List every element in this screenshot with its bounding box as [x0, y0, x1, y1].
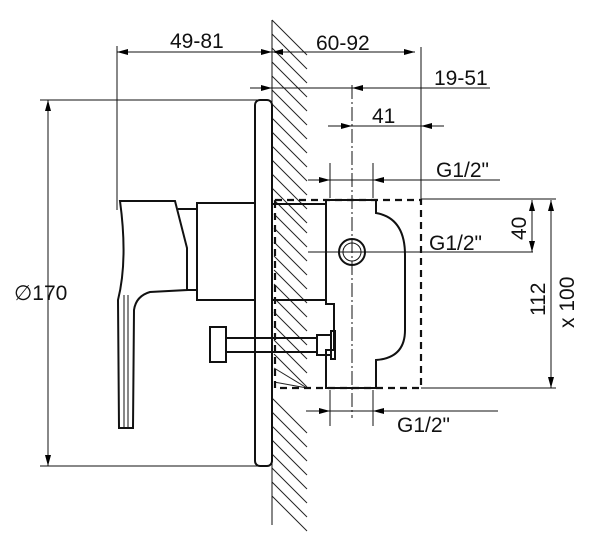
dim-body-depth: 41	[372, 105, 395, 128]
hatch-line	[271, 495, 308, 532]
hatch-line	[271, 145, 308, 182]
cover-plate	[254, 99, 273, 467]
hatch-line	[273, 297, 308, 332]
dim-box-height: 112	[527, 283, 550, 316]
hatch-line	[273, 213, 308, 248]
hatch-line	[271, 61, 308, 98]
hatch-line	[271, 411, 308, 448]
dim-plate-diameter: ∅170	[14, 282, 67, 305]
hatch-line	[273, 241, 308, 276]
hatch-line	[271, 453, 308, 490]
hatch-line	[273, 339, 308, 374]
hatch-line	[271, 439, 308, 476]
hatch-line	[271, 187, 308, 224]
hatch-line	[271, 117, 308, 154]
dim-wall-depth: 60-92	[316, 32, 370, 55]
hatch-line	[271, 47, 308, 84]
dim-bottom-inlet: G1/2"	[397, 414, 450, 437]
hatch-line	[271, 89, 308, 126]
hatch-line	[271, 131, 308, 168]
hatch-line	[273, 255, 308, 290]
dimension-lines	[40, 46, 556, 467]
dim-middle-outlet: G1/2"	[429, 232, 482, 255]
hatch-line	[273, 353, 308, 388]
wall-hatching	[271, 19, 308, 532]
hatch-line	[273, 199, 308, 234]
dim-front-projection: 49-81	[170, 30, 224, 53]
hatch-line	[273, 227, 308, 262]
hatch-line	[271, 425, 308, 462]
hatch-line	[273, 269, 308, 304]
hatch-line	[271, 159, 308, 196]
hatch-line	[271, 397, 308, 434]
hatch-line	[271, 19, 308, 56]
hatch-line	[273, 381, 308, 389]
hatch-line	[271, 481, 308, 518]
hatch-line	[273, 311, 308, 346]
hatch-line	[271, 103, 308, 140]
dim-box-width: x 100	[556, 277, 579, 328]
hatch-line	[271, 75, 308, 112]
dim-top-inlet: G1/2"	[436, 159, 489, 182]
mixer-handle	[116, 200, 256, 429]
dim-offset: 19-51	[434, 67, 488, 90]
hatch-line	[273, 367, 308, 389]
hatch-line	[271, 467, 308, 504]
dim-center-height: 40	[508, 217, 531, 240]
valve-body	[272, 199, 406, 389]
hatch-line	[273, 325, 308, 360]
